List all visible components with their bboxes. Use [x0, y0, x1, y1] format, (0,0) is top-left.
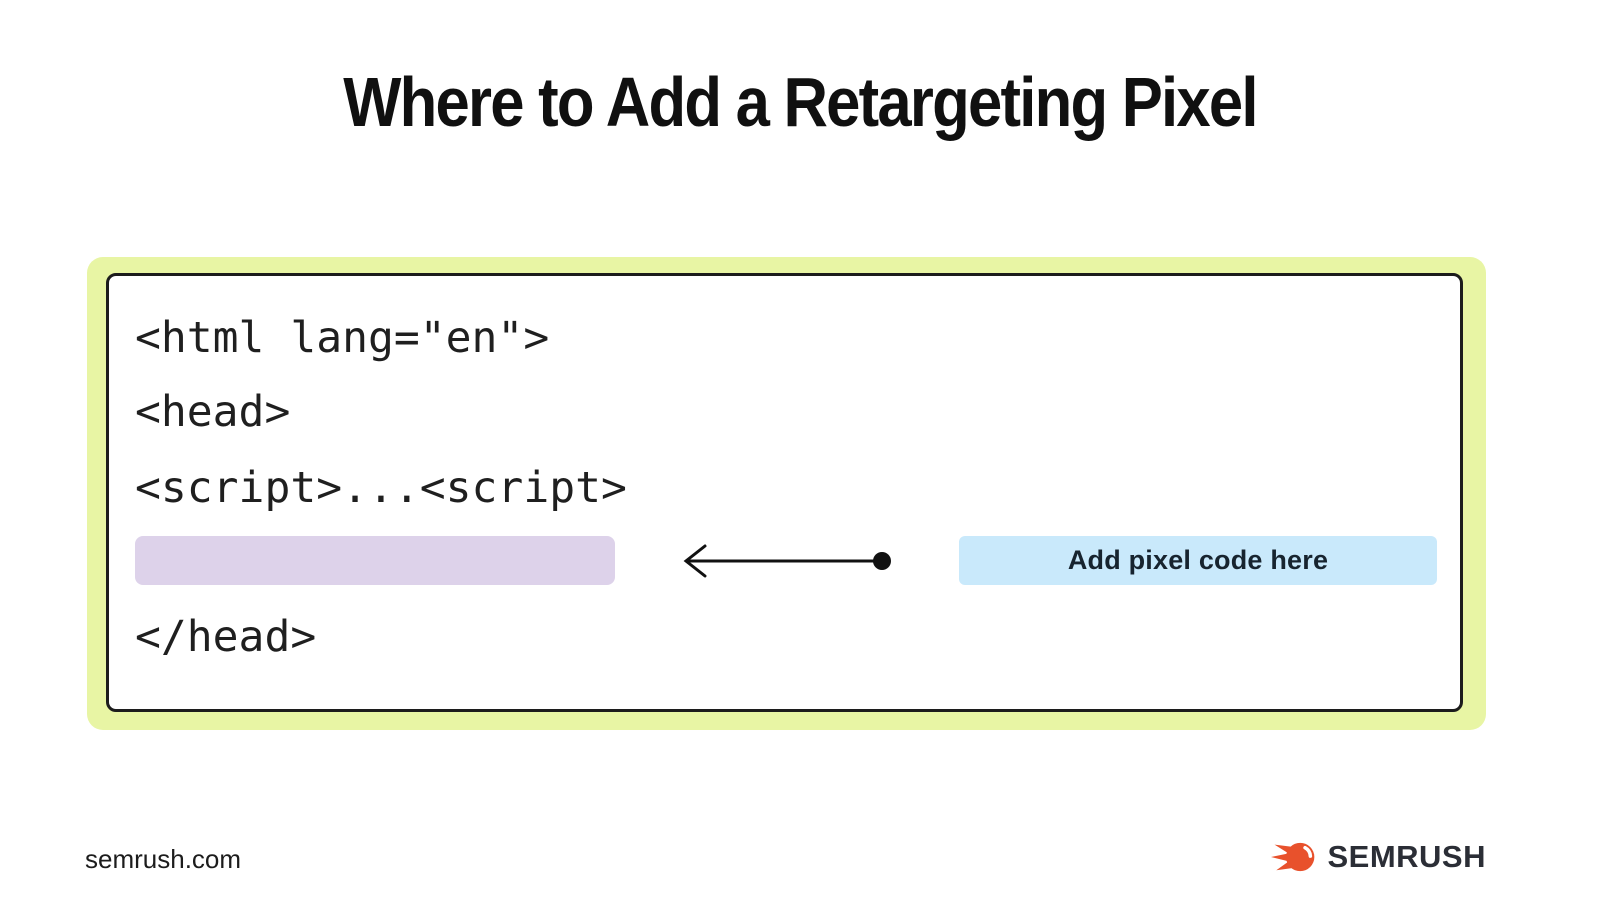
page-title: Where to Add a Retargeting Pixel	[343, 63, 1258, 141]
add-pixel-callout-label: Add pixel code here	[1067, 545, 1329, 575]
semrush-flame-icon	[1271, 842, 1315, 872]
code-line-head-open: <head>	[135, 387, 291, 437]
semrush-logo: SEMRUSH	[1271, 836, 1486, 878]
add-pixel-callout: Add pixel code here	[959, 536, 1437, 585]
diagram-frame: <html lang="en"> <head> <script>...<scri…	[87, 257, 1486, 730]
code-line-head-close: </head>	[135, 612, 317, 662]
site-url: semrush.com	[85, 844, 242, 874]
code-panel: <html lang="en"> <head> <script>...<scri…	[106, 273, 1463, 712]
pixel-code-placeholder	[135, 536, 615, 585]
code-line-script: <script>...<script>	[135, 463, 627, 513]
arrow-left-from-dot-icon	[683, 544, 891, 578]
code-line-html-open: <html lang="en">	[135, 313, 550, 363]
semrush-wordmark: SEMRUSH	[1327, 839, 1486, 874]
